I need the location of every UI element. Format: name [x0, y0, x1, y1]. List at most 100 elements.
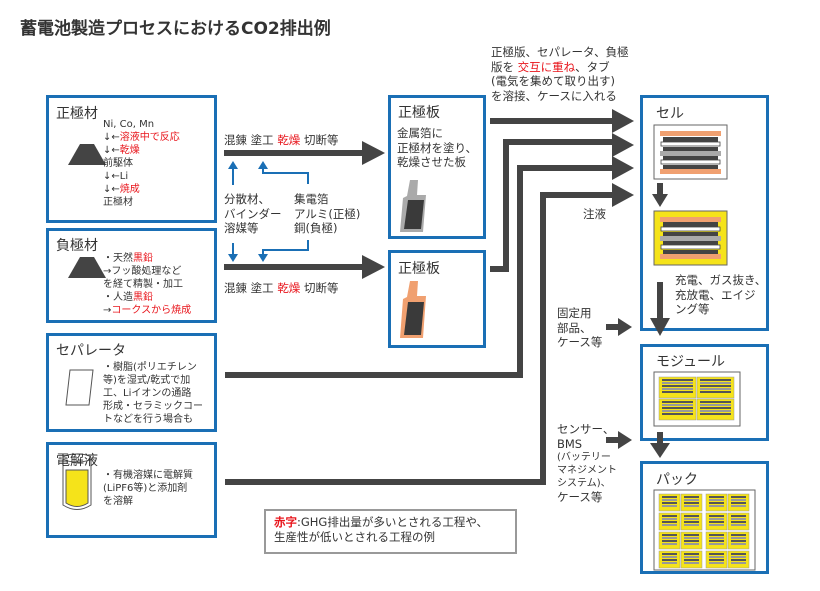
arrow-head	[650, 443, 670, 458]
step-coating: 塗工	[250, 133, 274, 147]
red-step: 焼成	[119, 184, 140, 195]
arrow-head	[652, 194, 668, 207]
electrode-bottom-title: 正極板	[398, 261, 440, 277]
separator-arrow	[225, 165, 614, 378]
separator-box	[46, 333, 217, 432]
red-step: 黒鉛	[133, 292, 153, 303]
mini-cell	[680, 550, 703, 569]
arrow-text: ↓←	[103, 145, 120, 156]
arrow-head	[612, 156, 634, 180]
text-line: 工、Liイオンの通路	[103, 388, 192, 399]
text-line: 充放電、エイジ	[675, 287, 756, 302]
cell-stack-icon	[653, 124, 728, 180]
text-line: ケース等	[557, 335, 603, 349]
text-line: を溶解	[103, 496, 133, 507]
blue-arrow-down	[258, 254, 268, 262]
text: →	[103, 305, 112, 316]
beaker-icon	[62, 453, 92, 510]
text-line: →フッ酸処理など	[103, 266, 182, 277]
text-line: バインダー	[224, 206, 282, 221]
text-line: 集電箔	[294, 192, 329, 206]
mini-cell	[705, 550, 728, 569]
text-line: 形成・セラミックコー	[103, 401, 203, 412]
text-line: BMS	[557, 436, 583, 451]
cell-to-module-arrow	[657, 282, 663, 320]
text-line: (電気を集めて取り出す)	[491, 74, 615, 88]
legend-note-box	[264, 509, 517, 554]
electrode-top-desc: 金属箔に 正極材を塗り、 乾燥させた板	[397, 126, 477, 170]
electrode-arrow	[490, 139, 614, 272]
text-line: 赤字:GHG排出量が多いとされる工程や、	[274, 515, 488, 530]
mini-cell	[705, 531, 728, 550]
powder-pile-icon	[68, 144, 106, 165]
text-line: 分散材、	[224, 192, 270, 206]
cell-steps-text: 充電、ガス抜き、 充放電、エイジ ング等	[675, 273, 766, 317]
process-arrow-top	[224, 150, 364, 156]
mini-cell	[658, 512, 681, 531]
mini-cell	[658, 398, 697, 421]
text-line: 正極材を塗り、	[397, 140, 478, 155]
blue-arrow-up	[258, 161, 268, 169]
text-line: センサー、	[557, 422, 615, 436]
mini-cell	[705, 493, 728, 512]
arrow-head	[612, 109, 634, 133]
anode-process-text: ・天然黒鉛 →フッ酸処理など を経て精製・加工 ・人造黒鉛 →コークスから焼成	[103, 252, 191, 317]
anode-plate-icon	[400, 281, 426, 338]
mini-cell	[658, 550, 681, 569]
step-drying: 乾燥	[277, 133, 301, 147]
step-cutting: 切断等	[303, 281, 339, 295]
mini-cell	[680, 531, 703, 550]
text-line: 版を 交互に重ね、タブ	[491, 60, 629, 75]
step-kneading: 混錬	[224, 133, 247, 147]
text-line: ・人造黒鉛	[103, 291, 191, 304]
blue-arrow-down	[228, 254, 238, 262]
text-line: を経て精製・加工	[103, 279, 183, 290]
text-line: を溶接、ケースに入れる	[491, 88, 617, 103]
text-line: ↓←乾燥	[103, 144, 180, 157]
arrow-head	[362, 141, 385, 165]
text-line: ↓←焼成	[103, 183, 180, 196]
text-line: ・天然黒鉛	[103, 252, 191, 265]
text-line: Ni, Co, Mn	[103, 119, 155, 130]
process-steps-bottom: 混錬 塗工 乾燥 切断等	[224, 281, 338, 296]
text: 版を	[491, 59, 514, 74]
pack-icon	[653, 489, 756, 571]
stack-arrow	[490, 118, 614, 124]
mini-cell	[727, 531, 750, 550]
text-line: ↓←溶液中で反応	[103, 131, 180, 144]
legend-note: 赤字:GHG排出量が多いとされる工程や、 生産性が低いとされる工程の例	[274, 515, 488, 544]
separator-text: ・樹脂(ポリエチレン 等)を湿式/乾式で加 工、Liイオンの通路 形成・セラミッ…	[103, 361, 203, 426]
text-line: →コークスから焼成	[103, 304, 191, 317]
fixing-arrow	[606, 324, 620, 330]
mini-cell	[680, 512, 703, 531]
text-line: ・樹脂(ポリエチレン	[103, 362, 197, 373]
text-line: 溶媒等	[224, 221, 259, 235]
anode-material-title: 負極材	[56, 238, 98, 254]
text-line: 充電、ガス抜き、	[675, 273, 767, 287]
mini-cell	[727, 493, 750, 512]
step-kneading: 混錬	[224, 281, 247, 295]
red-step: 溶液中で反応	[119, 132, 180, 143]
module-to-pack-arrow	[657, 432, 663, 444]
text-line: ・有機溶媒に電解質	[103, 470, 193, 481]
text-line: 生産性が低いとされる工程の例	[274, 529, 435, 544]
cathode-process-text: Ni, Co, Mn ↓←溶液中で反応 ↓←乾燥 前駆体 ↓←Li ↓←焼成 正…	[103, 118, 180, 209]
arrow-head	[618, 431, 632, 449]
text: :GHG排出量が多いとされる工程や、	[297, 515, 488, 529]
mini-cell	[658, 493, 681, 512]
text: 、タブ	[575, 59, 610, 74]
text-line: アルミ(正極)	[294, 206, 361, 221]
page-title: 蓄電池製造プロセスにおけるCO2排出例	[20, 19, 331, 39]
electrode-top-title: 正極板	[398, 105, 440, 121]
filled-cell-icon	[653, 210, 728, 266]
arrow-text: ↓←	[103, 132, 120, 143]
text-line: 正極材	[103, 197, 133, 208]
separator-title: セパレータ	[56, 343, 126, 359]
text-line: ング等	[675, 302, 710, 316]
step-coating: 塗工	[250, 281, 274, 295]
cathode-material-title: 正極材	[56, 106, 98, 122]
mini-cell	[658, 531, 681, 550]
electrolyte-arrow	[225, 192, 614, 485]
text-line: (LiPF6等)と添加剤	[103, 483, 188, 494]
arrow-head	[612, 133, 634, 157]
